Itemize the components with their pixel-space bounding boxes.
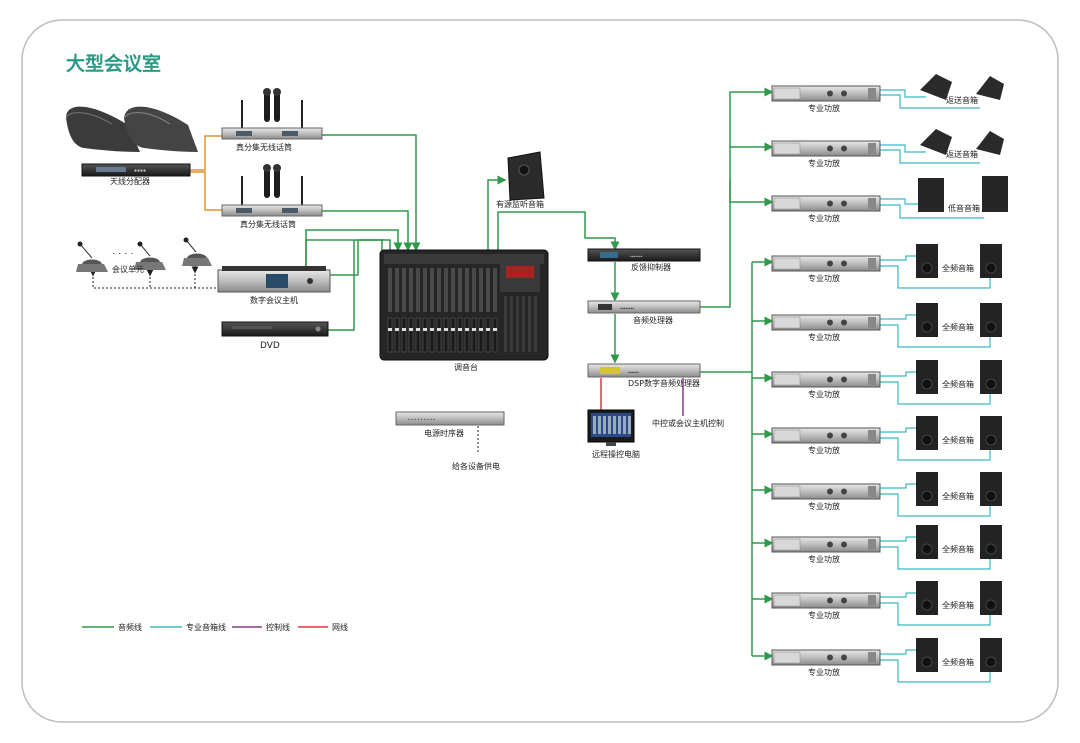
page-title: 大型会议室	[66, 52, 161, 75]
return-speaker-label-1: 返送音箱	[946, 95, 978, 105]
amp-device	[771, 427, 881, 444]
amp-device	[771, 314, 881, 331]
full-speaker-lines	[880, 255, 991, 683]
return-speaker-icon	[920, 74, 1004, 155]
full-speaker-icon	[916, 360, 1002, 394]
amp-label: 专业功放	[808, 103, 840, 113]
amp-device	[771, 255, 881, 272]
legend: 音频线 专业音箱线 控制线 网线	[82, 622, 348, 632]
full-speaker-icon	[916, 244, 1002, 278]
remote-pc-label: 远程操控电脑	[592, 449, 640, 459]
dvd-device	[221, 321, 329, 337]
amp-label: 专业功放	[808, 501, 840, 511]
amp-label: 专业功放	[808, 332, 840, 342]
antenna-distributor-device: ●●●●	[81, 163, 191, 177]
amp-device	[771, 483, 881, 500]
dsp-processor-device: ▪▪▪▪▪▪	[587, 363, 701, 378]
dsp-processor-label: DSP数字音频处理器	[628, 378, 700, 388]
connection-lines: · · · ·	[89, 87, 774, 661]
antenna-distributor-label: 天线分配器	[110, 176, 150, 186]
wireless-mic-label-2: 真分集无线话筒	[240, 219, 296, 229]
full-speaker-label: 全频音箱	[942, 379, 974, 389]
full-speaker-label: 全频音箱	[942, 263, 974, 273]
svg-text:▪▪▪▪▪▪▪▪: ▪▪▪▪▪▪▪▪	[620, 306, 634, 312]
conference-host-label: 数字会议主机	[250, 295, 298, 305]
power-supply-label: 给各设备供电	[452, 461, 500, 471]
legend-network-line: 网线	[332, 622, 348, 632]
amp-device	[771, 371, 881, 388]
amp-label: 专业功放	[808, 213, 840, 223]
svg-text:▪ ▪ ▪ ▪ ▪ ▪ ▪ ▪ ▪: ▪ ▪ ▪ ▪ ▪ ▪ ▪ ▪ ▪	[408, 417, 435, 423]
sub-speaker-icon	[918, 176, 1008, 212]
wireless-mic-label-1: 真分集无线话筒	[236, 142, 292, 152]
full-speaker-label: 全频音箱	[942, 600, 974, 610]
full-speaker-label: 全频音箱	[942, 435, 974, 445]
frame	[21, 19, 1059, 723]
full-speaker-label: 全频音箱	[942, 322, 974, 332]
legend-speaker-line: 专业音箱线	[186, 622, 226, 632]
mixer-device	[379, 249, 549, 361]
full-speaker-label: 全频音箱	[942, 491, 974, 501]
svg-text:●●●●: ●●●●	[134, 168, 146, 174]
return-speaker-label-2: 返送音箱	[946, 149, 978, 159]
remote-pc-icon	[587, 409, 635, 446]
power-sequencer-label: 电源时序器	[424, 428, 464, 438]
full-speaker-icon	[916, 416, 1002, 450]
full-speaker-icon	[916, 472, 1002, 506]
conference-unit-icon	[76, 237, 212, 272]
wireless-mic-device-2	[221, 164, 323, 217]
wireless-mic-device-1	[221, 88, 323, 140]
full-speaker-label: 全频音箱	[942, 657, 974, 667]
sub-speaker-label: 低音音箱	[948, 203, 980, 213]
amp-device	[771, 592, 881, 609]
feedback-suppressor-device: ▪▪▪▪▪▪▪	[587, 248, 701, 262]
full-speaker-icon	[916, 638, 1002, 672]
power-sequencer-device: ▪ ▪ ▪ ▪ ▪ ▪ ▪ ▪ ▪	[395, 411, 505, 426]
amp-label: 专业功放	[808, 610, 840, 620]
monitor-speaker-icon	[507, 151, 545, 201]
svg-text:▪▪▪▪▪▪: ▪▪▪▪▪▪	[628, 370, 639, 376]
amp-device	[771, 195, 881, 212]
amp-label: 专业功放	[808, 667, 840, 677]
full-speaker-icon	[916, 303, 1002, 337]
mixer-label: 调音台	[454, 362, 478, 372]
legend-audio-line: 音频线	[118, 622, 142, 632]
amp-label: 专业功放	[808, 445, 840, 455]
amp-label: 专业功放	[808, 158, 840, 168]
amp-device	[771, 536, 881, 553]
amp-device	[771, 85, 881, 102]
amp-device	[771, 140, 881, 157]
full-speaker-icon	[916, 525, 1002, 559]
monitor-speaker-label: 有源监听音箱	[496, 199, 544, 209]
amp-label: 专业功放	[808, 554, 840, 564]
audio-processor-device: ▪▪▪▪▪▪▪▪	[587, 300, 701, 314]
antenna-icon	[65, 106, 198, 152]
audio-processor-label: 音频处理器	[633, 315, 673, 325]
conference-host-device	[217, 266, 331, 293]
amp-group	[771, 85, 881, 666]
central-control-label: 中控或会议主机控制	[652, 418, 724, 428]
full-speaker-icon	[916, 581, 1002, 615]
amp-label-group: 专业功放专业功放专业功放专业功放专业功放专业功放专业功放专业功放专业功放专业功放…	[808, 103, 840, 677]
amp-label: 专业功放	[808, 273, 840, 283]
amp-device	[771, 649, 881, 666]
svg-text:· · · ·: · · · ·	[112, 248, 134, 259]
feedback-suppressor-label: 反馈抑制器	[631, 262, 671, 272]
legend-control-line: 控制线	[266, 622, 290, 632]
svg-text:▪▪▪▪▪▪▪: ▪▪▪▪▪▪▪	[630, 254, 643, 260]
dvd-label: DVD	[260, 341, 280, 351]
speaker-lines	[880, 89, 984, 219]
amp-label: 专业功放	[808, 389, 840, 399]
conference-unit-label: 会议单元	[112, 264, 144, 274]
full-speaker-label: 全频音箱	[942, 544, 974, 554]
